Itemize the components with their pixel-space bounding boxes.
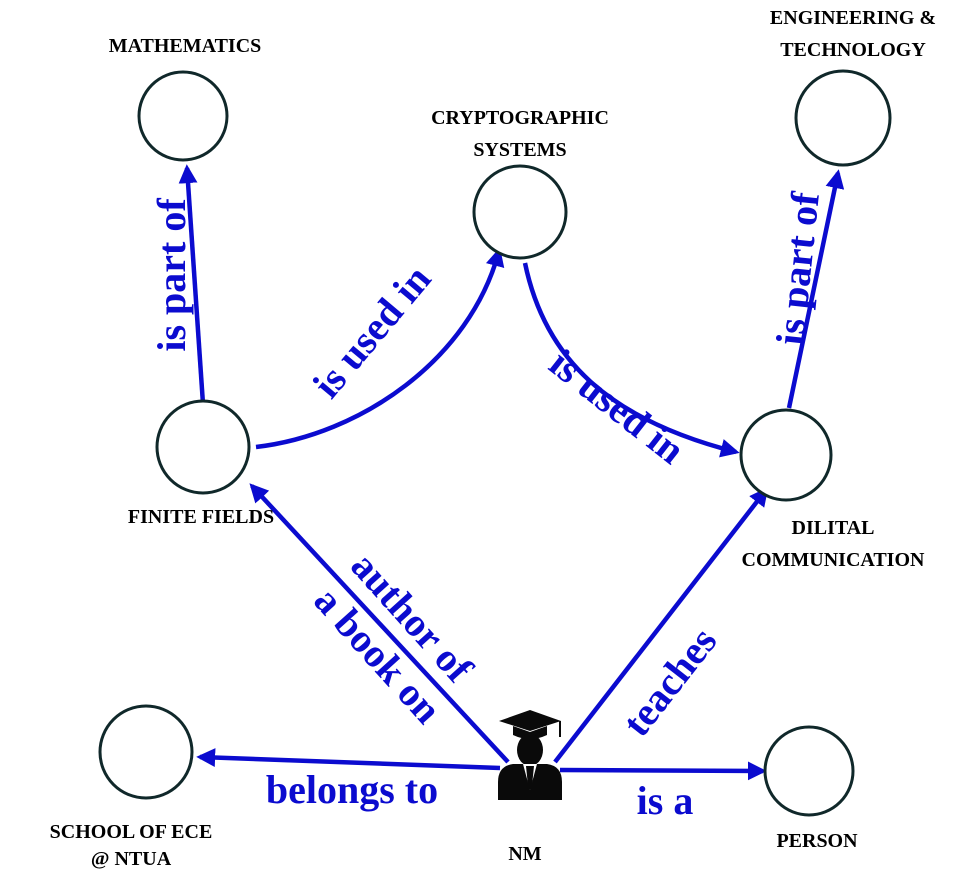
label-engineering-line1: ENGINEERING & [770,7,936,29]
label-mathematics: MATHEMATICS [109,35,262,57]
label-crypto-line1: CRYPTOGRAPHIC [431,107,609,129]
node-person [763,725,855,817]
label-person: PERSON [776,830,858,852]
edge-label-crypto-dc: is used in [541,340,693,473]
edges [178,164,845,781]
edge-label-dc-eng: is part of [767,189,828,347]
node-engineering-technology [794,69,892,167]
graduate-icon [498,710,562,800]
node-labels: MATHEMATICS ENGINEERING & TECHNOLOGY CRY… [50,7,936,870]
label-school-line1: SCHOOL OF ECE [50,821,213,843]
label-digital-comm-line1: DILITAL [792,517,875,539]
label-crypto-line2: SYSTEMS [473,139,566,161]
edge-finite-fields-to-cryptographic-systems [255,247,505,450]
label-finite-fields: FINITE FIELDS [128,506,274,528]
node-cryptographic-systems [472,164,568,260]
node-school [98,704,194,800]
edge-nm-to-digital-communication [553,487,769,764]
edge-label-nm-dc: teaches [613,619,725,745]
edge-nm-to-school [196,748,501,771]
label-school-line2: @ NTUA [91,848,172,870]
label-engineering-line2: TECHNOLOGY [780,39,926,61]
edge-nm-to-person [559,761,767,781]
label-nm: NM [508,843,541,865]
node-finite-fields [155,399,251,495]
edge-cryptographic-systems-to-digital-communication [522,262,740,458]
edge-finite-fields-to-mathematics [178,164,206,405]
edge-nm-to-finite-fields [249,483,510,764]
edge-label-ff-crypto: is used in [304,256,440,406]
edge-label-nm-person: is a [637,778,694,823]
edge-label-ff-math: is part of [149,198,194,352]
node-digital-communication [739,408,833,502]
node-mathematics [137,70,229,162]
label-digital-comm-line2: COMMUNICATION [742,549,926,571]
edge-label-nm-school: belongs to [266,767,438,812]
nodes [98,69,892,817]
edge-digital-communication-to-engineering [786,169,845,409]
